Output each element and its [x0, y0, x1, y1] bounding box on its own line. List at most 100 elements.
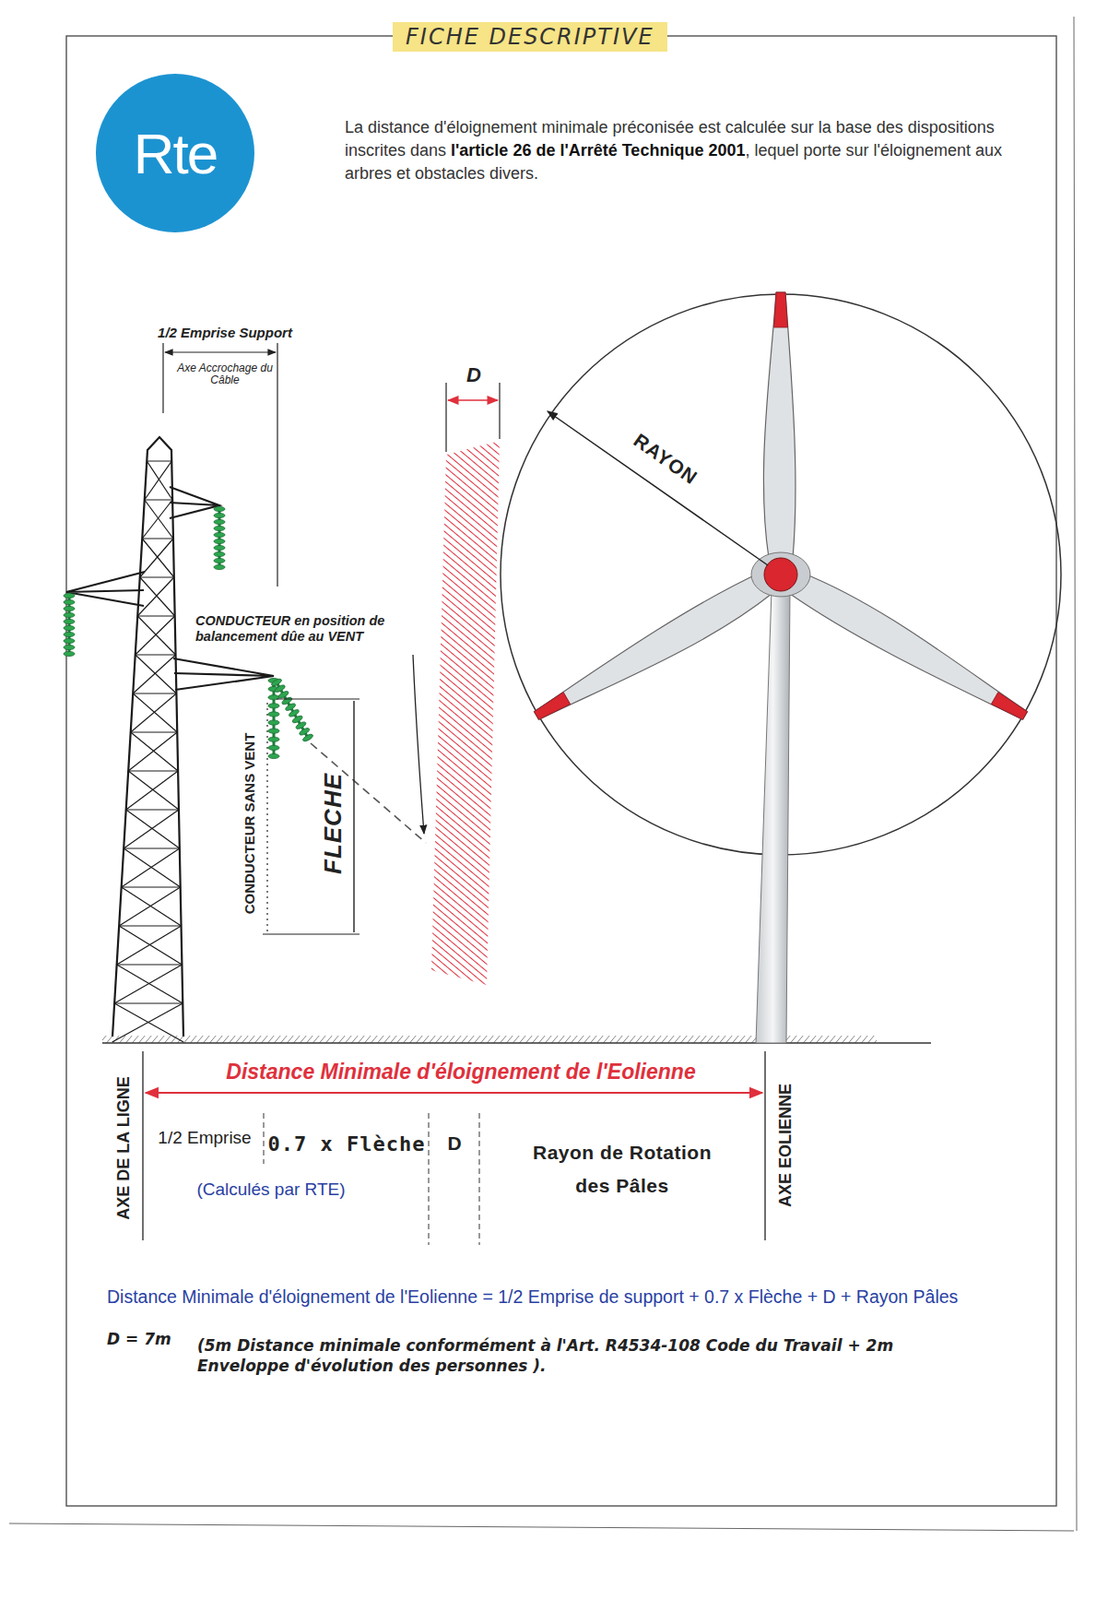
pylon-brace — [141, 538, 175, 578]
insulator-disc — [213, 512, 225, 518]
value-label: D = 7m — [106, 1329, 172, 1348]
pylon-brace — [137, 577, 175, 616]
distance-title: Distance Minimale d'éloignement de l'Eol… — [225, 1059, 696, 1085]
hub — [764, 557, 798, 591]
safety-zone — [431, 440, 500, 985]
pylon-brace — [140, 577, 175, 578]
blade — [788, 567, 1035, 729]
pylon-arm — [66, 571, 145, 606]
leader-line — [412, 654, 425, 834]
insulator-disc — [268, 736, 280, 742]
page-border — [66, 35, 1057, 1506]
pylon — [66, 436, 274, 1042]
pylon-brace — [146, 460, 173, 500]
pylon-brace — [135, 654, 177, 656]
insulator-disc — [63, 624, 75, 630]
pylon-brace — [130, 693, 177, 732]
axis-line — [764, 1050, 766, 1240]
insulator-disc — [268, 719, 280, 725]
dotted-line — [266, 702, 268, 933]
segment-label: D — [447, 1131, 461, 1155]
pylon-brace — [117, 964, 183, 966]
pylon-brace — [128, 770, 178, 772]
blade-tip — [532, 692, 570, 722]
pylon-brace — [141, 499, 173, 539]
dimension-tick — [498, 382, 500, 439]
conductor-label: CONDUCTEUR en position de balancement dû… — [195, 612, 426, 646]
note-label: (Calculés par RTE) — [196, 1178, 345, 1200]
insulator-disc — [63, 599, 75, 604]
pylon-brace — [144, 499, 174, 539]
pylon-brace — [128, 770, 179, 810]
distance-arrow — [145, 1091, 763, 1094]
insulator-disc — [213, 518, 225, 524]
blade-tip — [774, 292, 789, 328]
dimension-label: 1/2 Emprise Support — [157, 324, 293, 341]
blade — [763, 292, 796, 558]
insulator-disc — [213, 525, 225, 531]
insulator-disc — [63, 612, 75, 617]
insulator-disc — [63, 631, 75, 637]
segment-separator — [263, 1112, 265, 1164]
pylon-brace — [132, 654, 176, 694]
insulator-rod — [272, 680, 276, 756]
dimension-tick — [262, 932, 360, 934]
pylon-legs — [112, 436, 184, 1037]
segment-label: Rayon de Rotation des Pâles — [530, 1135, 715, 1202]
bold-reference: l'article 26 de l'Arrêté Technique 2001 — [450, 141, 745, 160]
blade-tip — [990, 692, 1028, 722]
turbine-tower — [755, 589, 790, 1043]
pylon-brace — [126, 809, 179, 811]
pylon-brace — [135, 654, 177, 694]
insulator — [270, 677, 314, 743]
blade — [529, 569, 776, 731]
pylon-brace — [144, 499, 173, 501]
blade-body — [529, 569, 776, 731]
insulator — [213, 506, 225, 569]
pylon-brace — [114, 964, 182, 1003]
logo-circle: Rte — [95, 73, 255, 233]
blade-body — [763, 292, 796, 558]
pylon-brace — [123, 848, 180, 849]
dimension-label: D — [466, 363, 482, 388]
dimension-tick — [445, 382, 447, 452]
insulator-disc — [213, 538, 225, 543]
pylon-brace — [118, 886, 181, 926]
pylon-brace — [141, 538, 174, 540]
insulator-disc — [213, 544, 225, 550]
intro-paragraph: La distance d'éloignement minimale préco… — [344, 116, 1032, 187]
axis-label: AXE DE LA LIGNE — [114, 1075, 134, 1219]
segment-separator — [428, 1112, 430, 1245]
pylon-brace — [135, 615, 176, 655]
dimension-arrow — [447, 399, 498, 401]
scan-edge — [9, 1522, 1074, 1531]
insulator-disc — [213, 564, 225, 569]
insulator-disc — [63, 637, 75, 643]
dimension-line — [162, 342, 164, 413]
pylon-brace — [137, 615, 175, 617]
insulator-disc — [268, 753, 280, 758]
pylon-brace — [130, 731, 178, 733]
formula: Distance Minimale d'éloignement de l'Eol… — [106, 1285, 958, 1308]
radius-label: RAYON — [629, 429, 702, 490]
pylon-brace — [128, 731, 177, 771]
pylon-brace — [121, 886, 181, 888]
pylon-brace — [123, 809, 179, 849]
insulator-disc — [268, 711, 280, 717]
insulator-disc — [63, 644, 75, 649]
pylon-brace — [123, 848, 181, 887]
insulator-disc — [63, 605, 75, 611]
insulator-disc — [301, 732, 314, 743]
segment-label: 1/2 Emprise — [157, 1127, 251, 1148]
pylon-brace — [126, 809, 180, 849]
conductor-label: CONDUCTEUR SANS VENT — [241, 732, 258, 915]
pylon-brace — [112, 1002, 184, 1042]
logo-text: Rte — [133, 120, 217, 187]
insulator-disc — [213, 506, 225, 511]
pylon-brace — [117, 925, 182, 965]
insulator-disc — [63, 618, 75, 624]
dimension-tick — [276, 697, 360, 699]
scan-edge — [1073, 16, 1077, 1531]
insulator-disc — [268, 703, 280, 708]
radius-arrow — [547, 411, 768, 566]
